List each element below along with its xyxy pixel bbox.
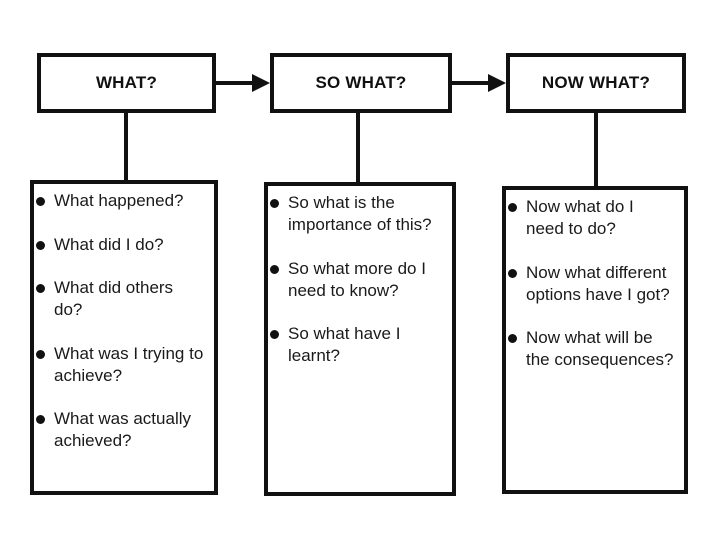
item-text: What happened? bbox=[54, 191, 184, 210]
item-text: So what more do I need to know? bbox=[288, 258, 426, 300]
list-item: Now what will be the consequences? bbox=[506, 327, 676, 371]
list-item: So what is the importance of this? bbox=[268, 192, 444, 236]
list-item: So what have I learnt? bbox=[268, 323, 444, 367]
bullet-icon bbox=[36, 197, 45, 206]
item-text: What did others do? bbox=[54, 278, 174, 319]
header-now-what: NOW WHAT? bbox=[506, 53, 686, 113]
list-item: Now what do I need to do? bbox=[506, 196, 676, 240]
list-item: Now what different options have I got? bbox=[506, 262, 676, 306]
list-item: What happened? bbox=[34, 190, 206, 212]
bullet-icon bbox=[508, 203, 517, 212]
bullet-icon bbox=[36, 284, 45, 293]
bullet-icon bbox=[36, 240, 45, 250]
list-now-what: Now what do I need to do? Now what diffe… bbox=[506, 196, 676, 371]
bullet-icon bbox=[508, 268, 517, 278]
header-now-what-label: NOW WHAT? bbox=[541, 73, 651, 92]
header-what: WHAT? bbox=[37, 53, 216, 113]
item-text: So what have I learnt? bbox=[288, 324, 401, 365]
item-text: Now what do I need to do? bbox=[526, 197, 634, 238]
list-item: What did others do? bbox=[34, 277, 206, 321]
arrowhead-2 bbox=[488, 74, 506, 92]
item-text: What was actually achieved? bbox=[54, 409, 191, 450]
bullet-icon bbox=[36, 415, 45, 424]
bullet-icon bbox=[270, 199, 279, 208]
list-item: What did I do? bbox=[34, 234, 206, 256]
item-text: What was I trying to achieve? bbox=[54, 343, 204, 385]
item-text: What did I do? bbox=[54, 234, 164, 254]
list-item: So what more do I need to know? bbox=[268, 258, 444, 302]
panel-what: What happened? What did I do? What did o… bbox=[30, 180, 218, 495]
list-item: What was I trying to achieve? bbox=[34, 343, 206, 387]
header-what-label: WHAT? bbox=[95, 73, 158, 92]
header-so-what-label: SO WHAT? bbox=[315, 73, 407, 92]
list-so-what: So what is the importance of this? So wh… bbox=[268, 192, 444, 367]
header-so-what: SO WHAT? bbox=[270, 53, 452, 113]
panel-now-what: Now what do I need to do? Now what diffe… bbox=[502, 186, 688, 494]
bullet-icon bbox=[36, 349, 45, 359]
item-text: Now what will be the consequences? bbox=[526, 328, 674, 369]
bullet-icon bbox=[270, 330, 279, 339]
bullet-icon bbox=[508, 334, 517, 343]
bullet-icon bbox=[270, 264, 279, 274]
panel-so-what: So what is the importance of this? So wh… bbox=[264, 182, 456, 496]
arrowhead-1 bbox=[252, 74, 270, 92]
item-text: Now what different options have I got? bbox=[526, 262, 670, 304]
list-what: What happened? What did I do? What did o… bbox=[34, 190, 206, 452]
item-text: So what is the importance of this? bbox=[288, 193, 432, 234]
list-item: What was actually achieved? bbox=[34, 408, 206, 452]
